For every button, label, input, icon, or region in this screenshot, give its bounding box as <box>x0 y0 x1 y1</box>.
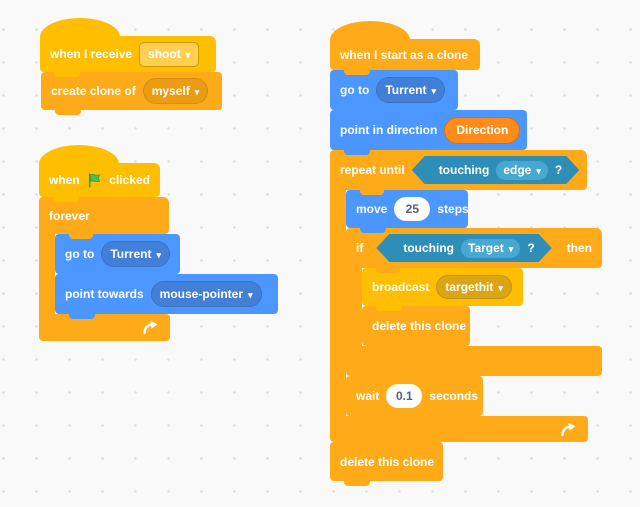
chevron-down-icon: ▾ <box>156 249 161 260</box>
chevron-down-icon: ▾ <box>431 85 436 96</box>
touching-target-dropdown[interactable]: edge ▾ <box>495 160 549 181</box>
chevron-down-icon: ▾ <box>248 289 253 300</box>
block-create-clone-of[interactable]: create clone of myself ▾ <box>41 72 222 115</box>
block-tab <box>360 227 386 233</box>
input-value: 25 <box>405 202 420 216</box>
block-label: when I receive <box>50 47 133 61</box>
block-tab <box>376 267 400 273</box>
block-label: ? <box>554 163 563 177</box>
block-label: forever <box>49 208 90 223</box>
block-forever-wall[interactable] <box>39 233 55 315</box>
dropdown-value: Turrent <box>385 83 427 97</box>
block-tab <box>55 109 81 115</box>
block-label: seconds <box>429 389 479 403</box>
block-move-steps[interactable]: move 25 steps <box>346 190 469 233</box>
block-tab <box>69 273 95 279</box>
chevron-down-icon: ▾ <box>536 165 541 176</box>
block-if-then-header[interactable]: if touching Target ▾ ? then <box>346 228 602 273</box>
block-repeat-until-footer[interactable] <box>330 416 588 442</box>
block-label: delete this clone <box>372 319 467 333</box>
block-go-to-clone[interactable]: go to Turrent ▾ <box>330 70 458 115</box>
block-label: ? <box>527 241 535 255</box>
block-wait-seconds[interactable]: wait 0.1 seconds <box>346 376 483 416</box>
block-label: go to <box>340 83 370 97</box>
block-label: point in direction <box>340 123 438 137</box>
dropdown-value: mouse-pointer <box>159 287 244 301</box>
block-tab <box>360 189 384 195</box>
block-label: delete this clone <box>340 454 435 469</box>
condition-touching-edge[interactable]: touching edge ▾ ? <box>412 156 580 184</box>
block-label: touching <box>438 163 490 177</box>
block-label: go to <box>65 247 95 261</box>
block-tab <box>344 109 370 115</box>
block-label: broadcast <box>372 280 430 294</box>
block-tab <box>344 480 370 486</box>
chevron-down-icon: ▾ <box>498 282 503 293</box>
block-tab <box>69 233 93 239</box>
go-to-target-dropdown[interactable]: Turrent ▾ <box>101 241 170 267</box>
block-repeat-until-header[interactable]: repeat until touching edge ▾ ? <box>330 150 587 195</box>
dropdown-value: myself <box>151 84 190 98</box>
dropdown-value: Target <box>468 241 504 255</box>
block-if-then-wall[interactable] <box>346 267 362 347</box>
block-forever-header[interactable]: forever <box>39 197 169 239</box>
block-point-towards[interactable]: point towards mouse-pointer ▾ <box>55 274 278 319</box>
go-to-target-dropdown[interactable]: Turrent ▾ <box>376 77 445 103</box>
block-broadcast[interactable]: broadcast targethit ▾ <box>362 268 523 311</box>
block-when-i-start-as-clone[interactable]: when I start as a clone <box>330 21 480 75</box>
block-label: if <box>356 241 364 255</box>
block-delete-this-clone-final[interactable]: delete this clone <box>330 442 443 486</box>
chevron-down-icon: ▾ <box>508 243 514 254</box>
block-label: wait <box>356 389 380 403</box>
loop-arrow-icon <box>561 422 576 436</box>
block-forever-footer[interactable] <box>39 314 170 341</box>
block-tab <box>376 305 402 311</box>
block-label: when I start as a clone <box>340 47 469 62</box>
variable-direction[interactable]: Direction <box>444 116 521 144</box>
dropdown-value: shoot <box>148 47 181 61</box>
chevron-down-icon: ▾ <box>185 49 191 60</box>
chevron-down-icon: ▾ <box>194 86 200 97</box>
wait-input[interactable]: 0.1 <box>386 384 423 408</box>
block-point-in-direction[interactable]: point in direction Direction <box>330 110 527 155</box>
block-go-to[interactable]: go to Turrent ▾ <box>55 234 180 279</box>
point-towards-dropdown[interactable]: mouse-pointer ▾ <box>150 281 262 307</box>
block-label: when <box>49 173 80 187</box>
dropdown-value: edge <box>503 163 532 177</box>
block-label: touching <box>403 241 454 255</box>
block-label: then <box>566 241 593 255</box>
condition-touching-target[interactable]: touching Target ▾ ? <box>376 234 551 262</box>
block-repeat-until-wall[interactable] <box>330 189 346 417</box>
block-tab <box>69 313 95 319</box>
block-label: clicked <box>109 173 150 187</box>
block-delete-this-clone[interactable]: delete this clone <box>362 306 470 346</box>
dropdown-value: Turrent <box>110 247 152 261</box>
block-tab <box>53 196 79 202</box>
steps-input[interactable]: 25 <box>394 197 431 221</box>
block-when-flag-clicked[interactable]: when clicked <box>39 145 160 202</box>
variable-value: Direction <box>456 123 509 137</box>
block-label: steps <box>437 202 469 216</box>
block-when-i-receive[interactable]: when I receive shoot ▾ <box>40 18 216 77</box>
block-label: move <box>356 202 388 216</box>
broadcast-message-dropdown[interactable]: targethit ▾ <box>436 275 512 299</box>
touching-target-dropdown[interactable]: Target ▾ <box>460 238 521 259</box>
message-dropdown[interactable]: shoot ▾ <box>139 41 200 67</box>
clone-target-dropdown[interactable]: myself ▾ <box>142 78 209 104</box>
block-tab <box>344 69 370 75</box>
input-value: 0.1 <box>396 389 413 403</box>
block-tab <box>54 71 80 77</box>
block-if-then-footer[interactable] <box>346 346 602 376</box>
block-label: create clone of <box>51 84 136 98</box>
green-flag-icon <box>88 172 101 188</box>
dropdown-value: targethit <box>445 280 494 294</box>
loop-arrow-icon <box>143 321 158 335</box>
block-tab <box>344 149 370 155</box>
block-label: point towards <box>65 287 144 301</box>
block-label: repeat until <box>340 163 405 177</box>
